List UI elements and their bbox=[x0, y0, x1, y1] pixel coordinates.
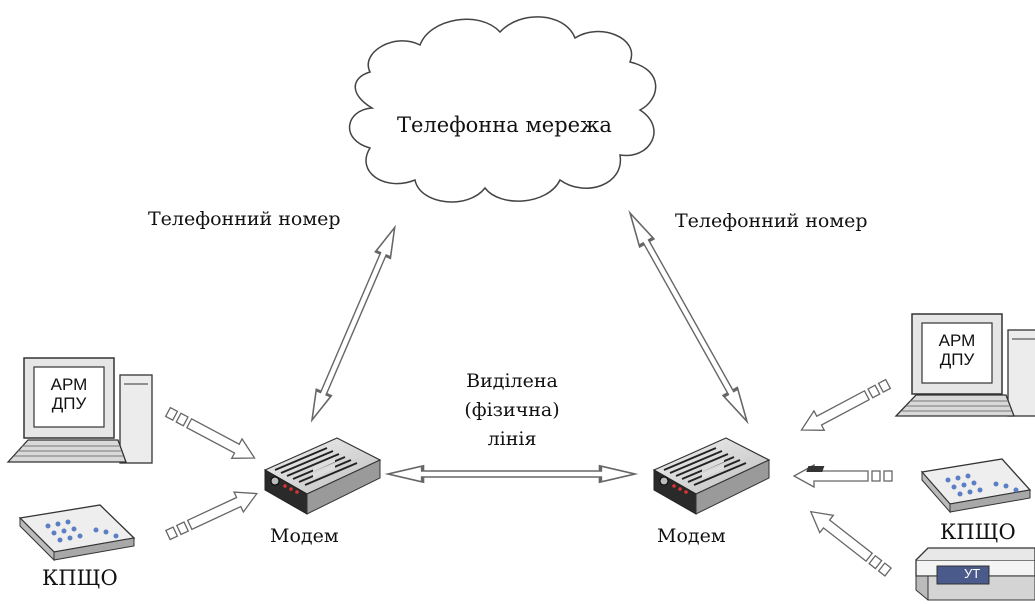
computer-left-icon bbox=[6, 357, 153, 464]
modem-left-icon bbox=[263, 437, 382, 515]
computer-right-icon bbox=[894, 313, 1035, 417]
arrow-pc-left-to-modem bbox=[164, 406, 256, 459]
ut-label: УТ bbox=[964, 566, 981, 581]
kpsho-left-label: КПЩО bbox=[42, 566, 118, 590]
pc-right-line2: ДПУ bbox=[939, 350, 975, 369]
cloud-icon bbox=[348, 16, 657, 203]
kpsho-right-icon bbox=[806, 458, 1032, 514]
kpsho-right-label: КПЩО bbox=[940, 520, 1016, 544]
double-arrow-right-cloud bbox=[628, 210, 749, 425]
dedicated-line-label-1: Виділена bbox=[466, 370, 558, 392]
pc-left-screen-text: АРМ ДПУ bbox=[38, 375, 100, 413]
dedicated-line-label-3: лінія bbox=[487, 428, 537, 450]
pc-right-line1: АРМ bbox=[938, 331, 976, 350]
double-arrow-left-cloud bbox=[310, 224, 396, 423]
ut-device-icon bbox=[915, 547, 1035, 601]
kpsho-left-icon bbox=[18, 504, 136, 562]
modem-left-label: Модем bbox=[270, 525, 339, 547]
phone-number-left-label: Телефонний номер bbox=[148, 208, 341, 230]
arrow-ut-to-modem bbox=[809, 510, 892, 577]
pc-left-line2: ДПУ bbox=[51, 394, 87, 413]
arrow-kpsho-left-to-modem bbox=[165, 491, 259, 541]
modem-right-icon bbox=[652, 437, 771, 515]
double-arrow-dedicated-line bbox=[384, 464, 639, 484]
cloud-label: Телефонна мережа bbox=[397, 113, 612, 137]
pc-right-screen-text: АРМ ДПУ bbox=[926, 331, 988, 369]
dedicated-line-label-2: (фізична) bbox=[464, 399, 560, 421]
arrow-pc-right-to-modem bbox=[800, 378, 892, 431]
phone-number-right-label: Телефонний номер bbox=[675, 210, 868, 232]
modem-right-label: Модем bbox=[657, 525, 726, 547]
pc-left-line1: АРМ bbox=[50, 375, 88, 394]
